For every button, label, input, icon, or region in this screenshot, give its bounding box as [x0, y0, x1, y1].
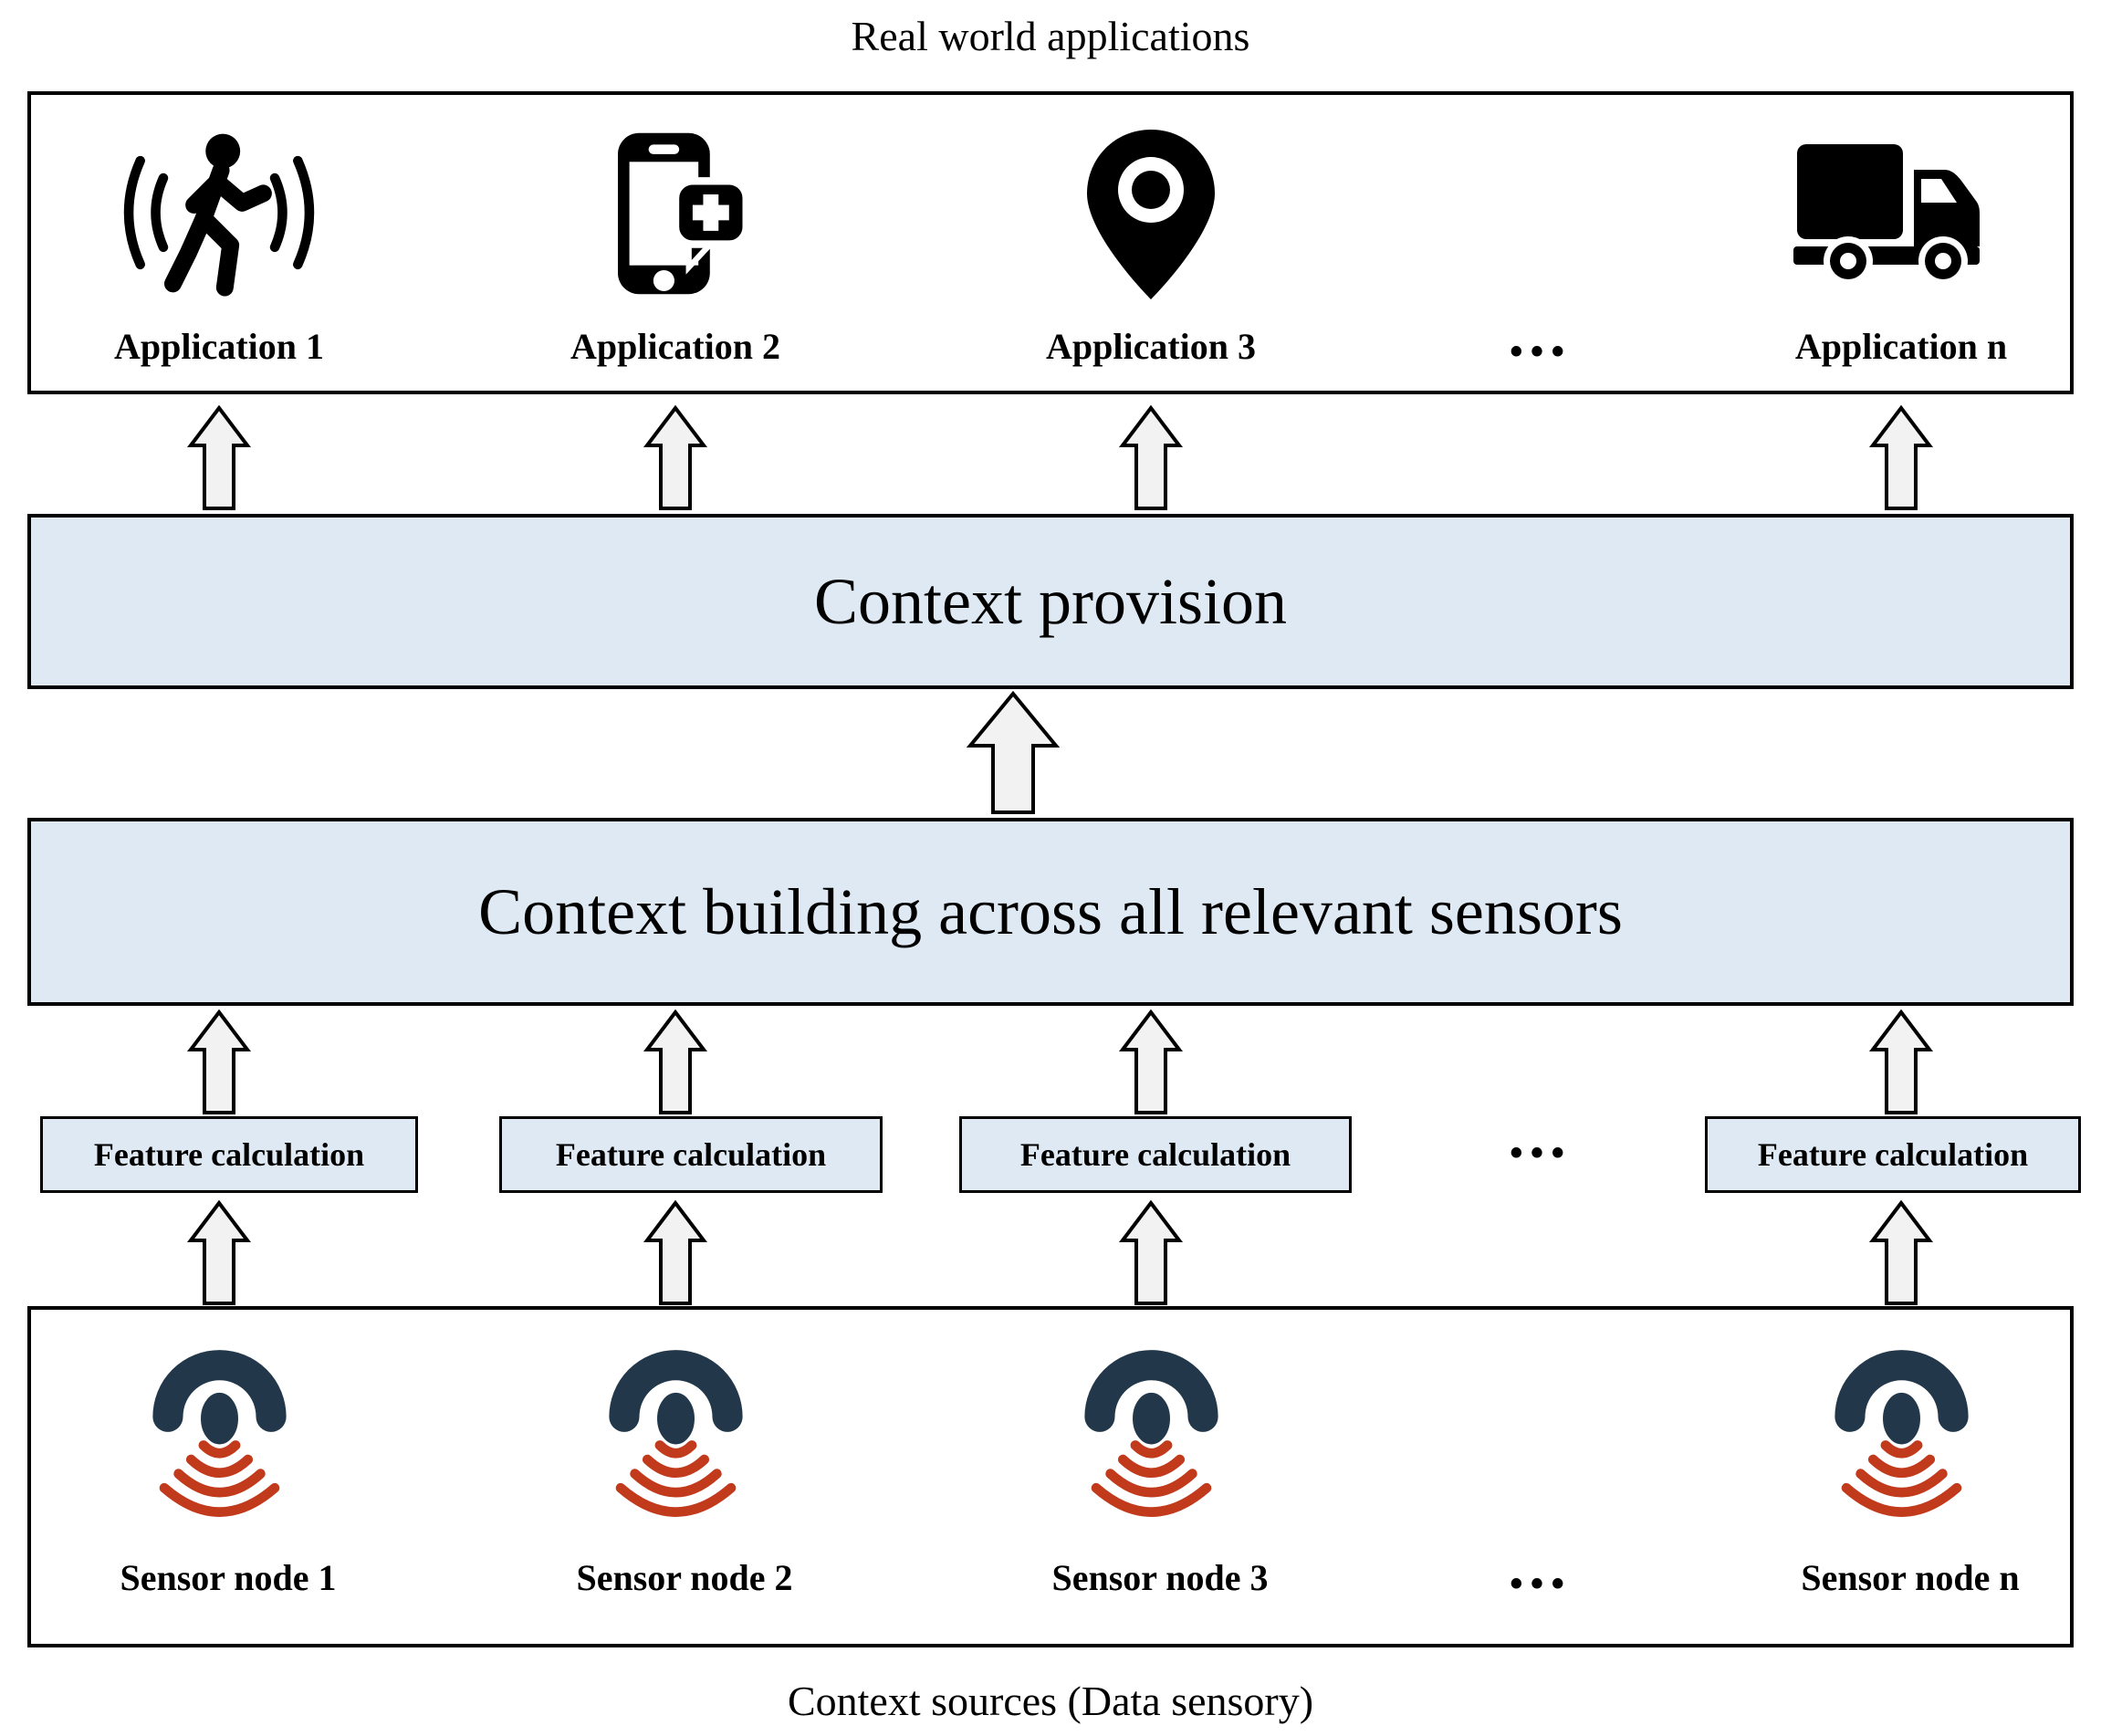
motion-walking-icon [123, 133, 315, 297]
feature-calculation-label: Feature calculation [1757, 1136, 2029, 1173]
feature-calculation-label: Feature calculation [1019, 1136, 1291, 1173]
application-label: Application 2 [570, 326, 781, 367]
sensor-node-icon [608, 1350, 743, 1517]
sensors-ellipsis: ••• [1509, 1563, 1573, 1605]
application-label: Application 1 [113, 326, 325, 367]
up-arrow [186, 1200, 252, 1305]
feature-calculation-box: Feature calculation [40, 1116, 418, 1193]
features-ellipsis: ••• [1509, 1133, 1573, 1175]
context-building-layer: Context building across all relevant sen… [27, 818, 2074, 1006]
up-arrow [1868, 1009, 1934, 1114]
sensor-cell [1005, 1325, 1297, 1526]
sensor-label: Sensor node n [1801, 1557, 2020, 1598]
up-arrow-central [966, 691, 1061, 814]
sensor-cell [1755, 1325, 2047, 1526]
feature-calculation-label: Feature calculation [93, 1136, 365, 1173]
up-arrow [1118, 1009, 1184, 1114]
up-arrow [186, 1009, 252, 1114]
up-arrow [1868, 1200, 1934, 1305]
up-arrow [643, 1009, 708, 1114]
up-arrow [1868, 405, 1934, 510]
application-cell [1755, 114, 2047, 313]
up-arrow [1118, 405, 1184, 510]
sensor-label: Sensor node 2 [576, 1557, 793, 1598]
application-cell [529, 114, 821, 313]
feature-calculation-box: Feature calculation [499, 1116, 883, 1193]
truck-icon [1793, 144, 1980, 286]
feature-calculation-box: Feature calculation [1705, 1116, 2081, 1193]
up-arrow [186, 405, 252, 510]
sensors-box [27, 1306, 2074, 1647]
sensor-label: Sensor node 1 [120, 1557, 337, 1598]
application-cell [1005, 114, 1297, 313]
context-provision-layer: Context provision [27, 514, 2074, 689]
sensor-node-icon [1083, 1350, 1218, 1517]
up-arrow [643, 405, 708, 510]
up-arrow [1118, 1200, 1184, 1305]
sensor-node-icon [1834, 1350, 1969, 1517]
up-arrow [643, 1200, 708, 1305]
application-cell [73, 114, 365, 313]
context-building-label: Context building across all relevant sen… [478, 874, 1623, 948]
feature-calculation-box: Feature calculation [959, 1116, 1352, 1193]
smartphone-plus-icon [618, 132, 750, 295]
application-label: Application 3 [1045, 326, 1257, 367]
diagram-caption: Context sources (Data sensory) [787, 1678, 1314, 1724]
applications-ellipsis: ••• [1509, 331, 1573, 373]
applications-box [27, 91, 2074, 394]
context-provision-label: Context provision [814, 564, 1287, 638]
location-pin-icon [1087, 130, 1215, 299]
sensor-cell [73, 1325, 365, 1526]
application-label: Application n [1794, 326, 2008, 367]
sensor-cell [529, 1325, 821, 1526]
diagram-title: Real world applications [851, 13, 1250, 59]
sensor-node-icon [152, 1350, 287, 1517]
sensor-label: Sensor node 3 [1051, 1557, 1269, 1598]
feature-calculation-label: Feature calculation [555, 1136, 827, 1173]
